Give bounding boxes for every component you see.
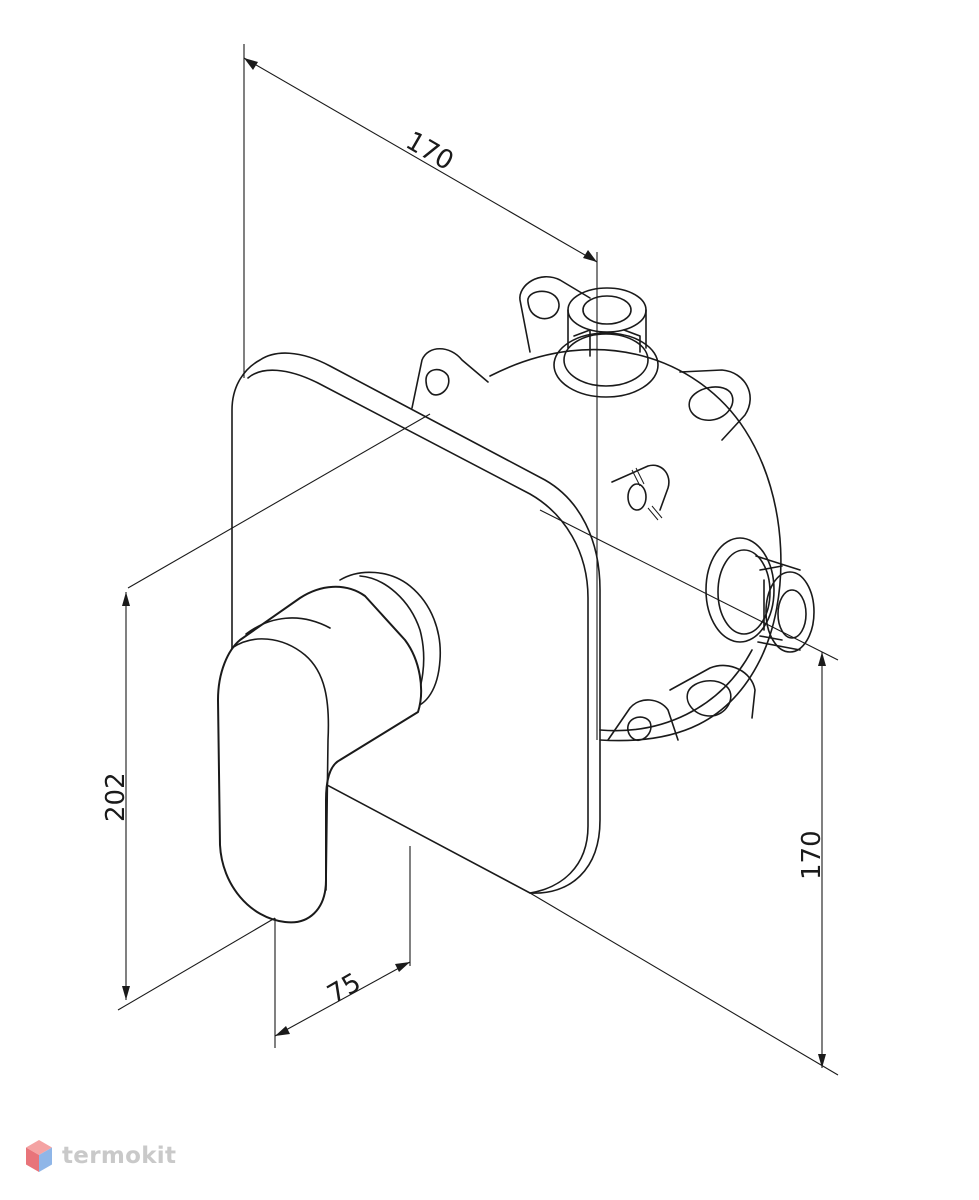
hexagon-cube-icon	[26, 1140, 52, 1172]
right-connector	[705, 537, 815, 653]
dim-depth-label: 75	[323, 968, 367, 1011]
cover-plate	[231, 352, 601, 894]
top-connector	[553, 287, 659, 398]
watermark-brand-text: termokit	[62, 1143, 177, 1169]
dim-right-height-label: 170	[797, 830, 827, 880]
concealed-body	[411, 275, 815, 742]
dimension-lines	[117, 44, 839, 1076]
dim-left-height-label: 202	[101, 772, 131, 822]
termokit-watermark: termokit	[24, 1138, 176, 1174]
dim-top-width-label: 170	[401, 126, 459, 177]
lever-handle	[217, 571, 442, 924]
